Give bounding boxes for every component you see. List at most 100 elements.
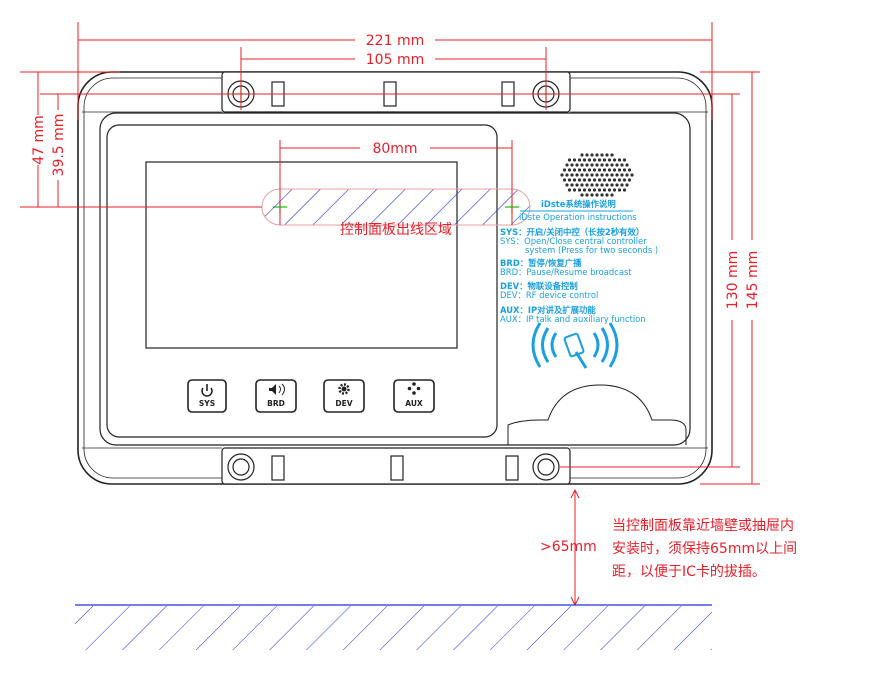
dim-221mm: 221 mm [366, 33, 424, 49]
instructions-title-cn: iDste系统操作说明 [541, 199, 616, 209]
aux-button-label: AUX [405, 399, 423, 408]
grille-hole [600, 193, 604, 197]
grille-hole [580, 163, 584, 167]
grille-hole [617, 178, 622, 182]
instruction-dev-en: DEV：RF device control [500, 290, 598, 300]
grille-hole [602, 188, 607, 192]
grille-hole [587, 178, 592, 182]
grille-hole [615, 183, 619, 187]
grille-hole [572, 178, 577, 182]
grille-hole [590, 183, 594, 187]
grille-hole [597, 168, 602, 172]
grille-hole [560, 173, 564, 177]
cable-area-label: 控制面板出线区域 [340, 222, 452, 238]
grille-hole [565, 173, 569, 177]
grille-hole [610, 193, 614, 197]
grille-hole [620, 173, 624, 177]
grille-hole [597, 178, 602, 182]
grille-hole [580, 193, 584, 197]
grille-hole [622, 188, 627, 192]
grille-hole [572, 158, 577, 162]
cable-outlet-area [261, 188, 531, 226]
dev-button[interactable]: DEV [323, 379, 365, 413]
device-body [77, 71, 713, 485]
grille-hole [567, 168, 572, 172]
grille-hole [620, 163, 624, 167]
grille-hole [617, 168, 622, 172]
instruction-aux-cn: AUX：IP对讲及扩展功能 [500, 305, 596, 315]
grille-hole [622, 158, 627, 162]
grille-hole [565, 183, 569, 187]
grille-hole [585, 153, 589, 157]
grille-hole [582, 158, 587, 162]
grille-hole [617, 188, 622, 192]
grille-hole [605, 163, 609, 167]
grille-hole [622, 178, 627, 182]
grille-hole [570, 163, 574, 167]
instruction-brd-en: BRD：Pause/Resume broadcast [500, 267, 632, 277]
dimension-lines [20, 22, 760, 607]
grille-hole [577, 188, 582, 192]
grille-hole [567, 188, 572, 192]
nfc-card-icon [531, 322, 619, 369]
dim-105mm: 105 mm [366, 52, 424, 68]
clearance-note: 当控制面板靠近墙壁或抽屉内 安装时，须保持65mm以上间 距，以便于IC卡的拔插… [612, 518, 797, 580]
dim-80mm: 80mm [372, 141, 417, 157]
note-line-2: 安装时，须保持65mm以上间 [612, 541, 797, 557]
aux-button[interactable]: AUX [393, 379, 435, 413]
grille-hole [587, 158, 592, 162]
bottom-bracket [221, 447, 571, 485]
grille-hole [620, 183, 624, 187]
grille-hole [595, 153, 599, 157]
grille-hole [617, 158, 622, 162]
grille-hole [582, 168, 587, 172]
note-line-1: 当控制面板靠近墙壁或抽屉内 [612, 518, 794, 534]
dim-39-5mm: 39.5 mm [51, 114, 67, 177]
speaker-icon [269, 383, 285, 396]
grille-hole [607, 188, 612, 192]
sys-button[interactable]: SYS [187, 379, 227, 413]
grille-hole [602, 178, 607, 182]
speaker-grille [560, 153, 634, 197]
grille-hole [622, 168, 627, 172]
dim-clearance: >65mm [540, 539, 597, 555]
grille-hole [610, 153, 614, 157]
grille-hole [577, 158, 582, 162]
wall-surface [75, 604, 712, 650]
grille-hole [572, 188, 577, 192]
grille-hole [600, 173, 604, 177]
grille-hole [600, 153, 604, 157]
grille-hole [612, 188, 617, 192]
grille-hole [590, 153, 594, 157]
grille-hole [605, 183, 609, 187]
dim-145mm: 145 mm [745, 251, 761, 309]
grille-hole [595, 163, 599, 167]
grille-hole [605, 173, 609, 177]
display-screen [145, 161, 458, 349]
grille-hole [592, 168, 597, 172]
note-line-3: 距，以便于IC卡的拔插。 [612, 564, 766, 580]
grille-hole [582, 188, 587, 192]
grille-hole [567, 158, 572, 162]
sys-button-label: SYS [199, 399, 215, 408]
grille-hole [590, 163, 594, 167]
grille-hole [607, 158, 612, 162]
grille-hole [577, 178, 582, 182]
grille-hole [625, 173, 629, 177]
grille-hole [595, 193, 599, 197]
brd-button-label: BRD [267, 399, 285, 408]
grille-hole [595, 183, 599, 187]
brd-button[interactable]: BRD [255, 379, 297, 413]
grille-hole [585, 173, 589, 177]
grille-hole [625, 183, 629, 187]
grille-hole [577, 168, 582, 172]
grille-hole [587, 168, 592, 172]
instruction-sys-en: SYS：Open/Close central controller [500, 236, 647, 246]
grille-hole [625, 163, 629, 167]
grille-hole [602, 168, 607, 172]
grille-hole [602, 158, 607, 162]
grille-hole [610, 173, 614, 177]
grille-hole [562, 178, 567, 182]
grille-hole [630, 173, 634, 177]
